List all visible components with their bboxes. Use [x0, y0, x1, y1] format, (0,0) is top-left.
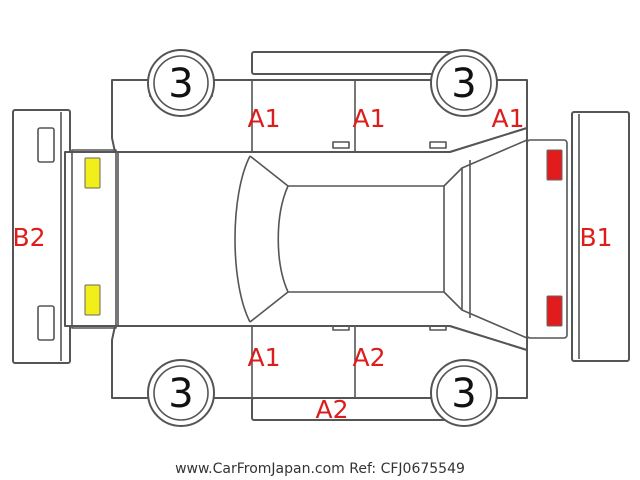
damage-code-top-fender-right: A1: [491, 104, 524, 133]
tire-condition-label: 3: [168, 61, 193, 107]
damage-code-bottom-rocker: A2: [315, 395, 348, 424]
car-top-view: [64, 127, 568, 351]
tire-condition-label: 3: [451, 61, 476, 107]
tire-condition-label: 3: [451, 371, 476, 417]
damage-code-front-bumper: B1: [579, 223, 612, 252]
damage-code-top-door-left: A1: [247, 104, 280, 133]
damage-code-bottom-door-left: A1: [247, 343, 280, 372]
tire-rear-bottom: 3: [147, 359, 215, 427]
damage-code-bottom-door-right: A2: [352, 343, 385, 372]
tire-rear-top: 3: [147, 49, 215, 117]
reference-footer: www.CarFromJapan.com Ref: CFJ0675549: [175, 461, 465, 477]
front-light-upper: [546, 149, 563, 181]
rear-light-lower: [84, 284, 101, 316]
tire-condition-label: 3: [168, 371, 193, 417]
front-light-lower: [546, 295, 563, 327]
rear-light-upper: [84, 157, 101, 189]
damage-code-top-door-right: A1: [352, 104, 385, 133]
tire-front-bottom: 3: [430, 359, 498, 427]
damage-code-rear-bumper: B2: [12, 223, 45, 252]
front-bumper: [571, 111, 630, 362]
tire-front-top: 3: [430, 49, 498, 117]
